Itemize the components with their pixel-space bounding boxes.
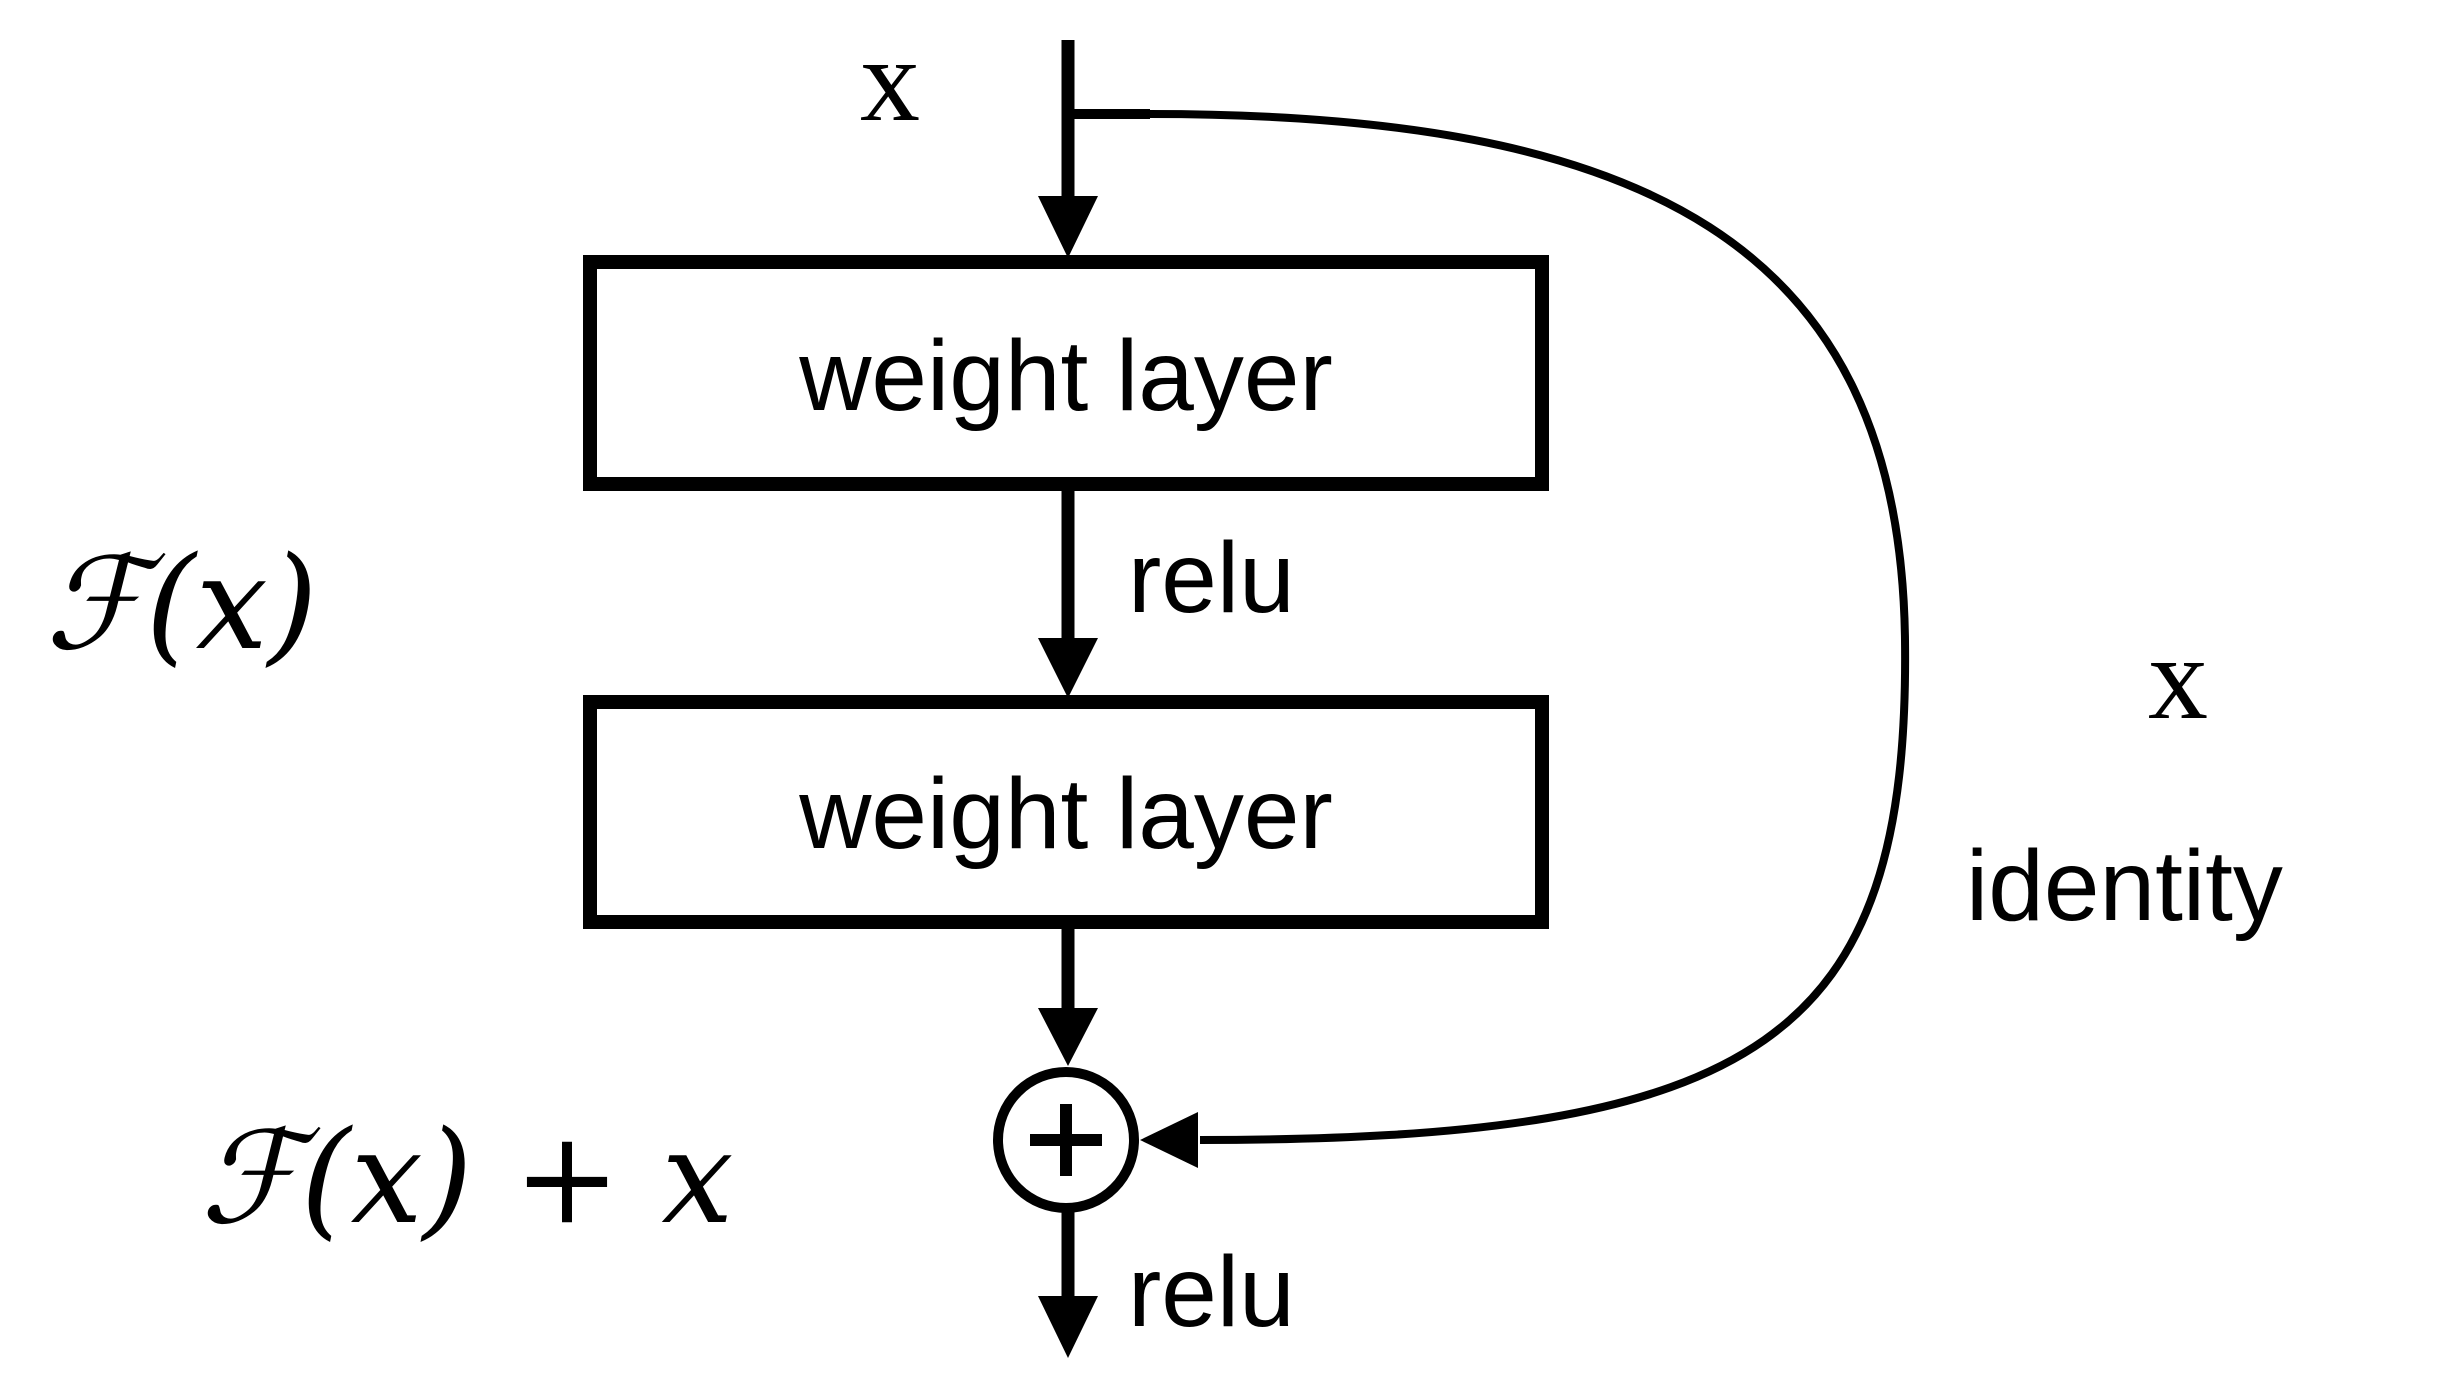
weight-layer-block-1: weight layer bbox=[583, 255, 1549, 491]
relu-label-output: relu bbox=[1128, 1236, 1295, 1348]
input-label: x bbox=[860, 13, 920, 146]
identity-shortcut-arrowhead bbox=[1140, 1112, 1198, 1168]
relu-label-middle: relu bbox=[1128, 522, 1295, 634]
output-sum-label: ℱ(x) + x bbox=[200, 1104, 734, 1253]
weight-layer-label-1: weight layer bbox=[798, 320, 1333, 432]
output-arrowhead bbox=[1038, 1296, 1098, 1358]
block2-to-sum-arrowhead bbox=[1038, 1008, 1098, 1066]
residual-function-label: ℱ(x) bbox=[45, 530, 318, 679]
shortcut-value-label: x bbox=[2148, 611, 2208, 744]
identity-shortcut-curve bbox=[1149, 110, 1910, 1144]
shortcut-name-label: identity bbox=[1966, 830, 2283, 942]
weight-layer-block-2: weight layer bbox=[583, 695, 1549, 929]
input-arrowhead bbox=[1038, 196, 1098, 258]
relu-arrowhead-1 bbox=[1038, 638, 1098, 698]
weight-layer-label-2: weight layer bbox=[798, 758, 1333, 870]
sum-node bbox=[993, 1067, 1139, 1213]
